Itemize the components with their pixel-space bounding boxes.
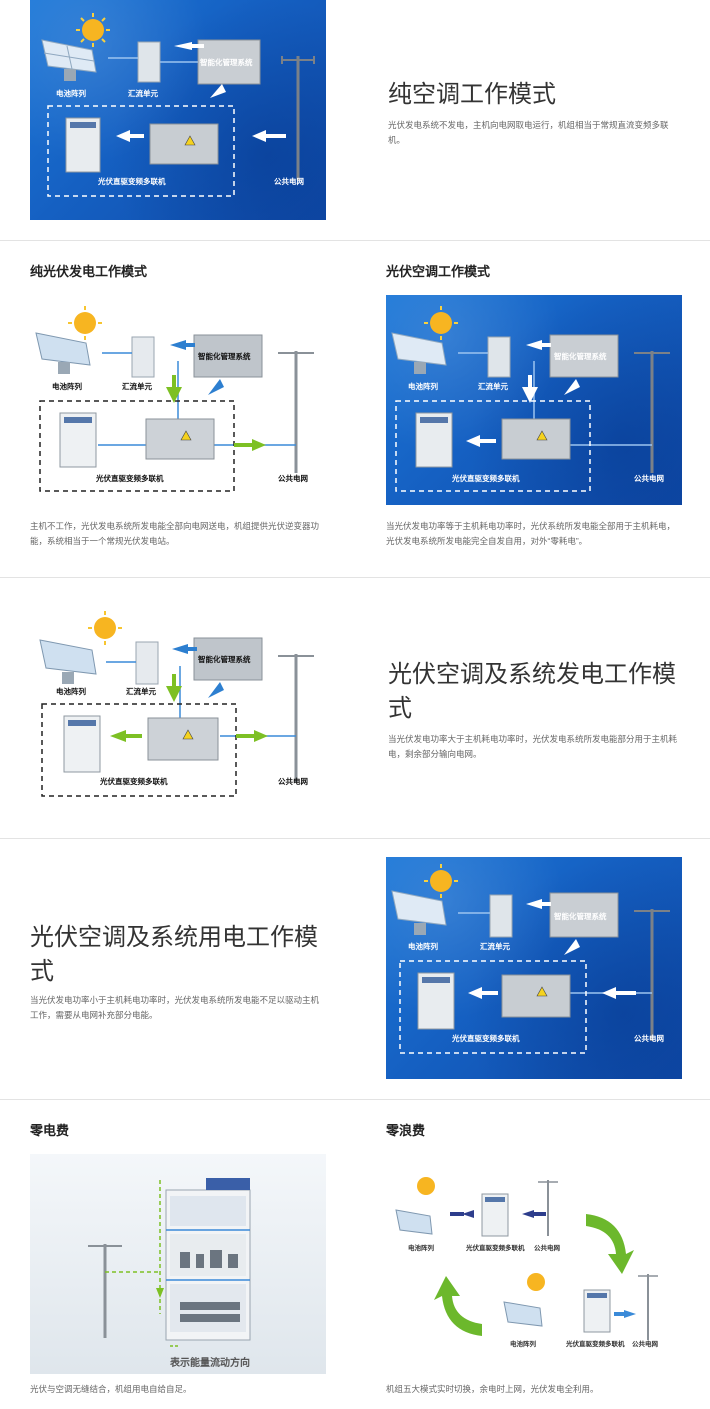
label-unit: 光伏直驱变频多联机 (452, 474, 520, 483)
desc-pv-ac-import: 当光伏发电功率小于主机耗电功率时，光伏发电系统所发电能不足以驱动主机工作，需要从… (30, 995, 320, 1020)
label-combiner: 汇流单元 (126, 687, 156, 696)
zero-bill-graphic (88, 1178, 251, 1347)
label-array: 电池阵列 (408, 382, 438, 391)
label-smart: 智能化管理系统 (198, 655, 251, 664)
mode-section-pv-ac-export: 电池阵列 汇流单元 智能化管理系统 光伏直驱变频多联机 公共电网 光伏空调及系统… (0, 578, 710, 838)
label-combiner: 汇流单元 (478, 382, 508, 391)
diagram-pv-ac-export-graphic (39, 611, 314, 797)
zw-label-grid-bottom: 公共电网 (632, 1341, 658, 1348)
label-unit: 光伏直驱变频多联机 (100, 777, 168, 786)
label-grid: 公共电网 (278, 474, 308, 483)
diagram-pv-ac-import-graphic (391, 864, 670, 1054)
label-array: 电池阵列 (56, 89, 86, 98)
label-grid: 公共电网 (274, 177, 304, 186)
zw-label-array-bottom: 电池阵列 (510, 1341, 536, 1348)
label-smart: 智能化管理系统 (200, 58, 253, 67)
zero-bill-illustration: 表示能量流动方向 (30, 1154, 326, 1374)
diagram-pv-ac-import: 电池阵列 汇流单元 智能化管理系统 光伏直驱变频多联机 公共电网 (386, 857, 682, 1079)
label-array: 电池阵列 (56, 687, 86, 696)
zero-waste-graphic (395, 1177, 658, 1340)
title-pv-ac: 光伏空调工作模式 (386, 264, 491, 279)
zw-label-array-top: 电池阵列 (408, 1245, 434, 1252)
diagram-pv-ac: 电池阵列 汇流单元 智能化管理系统 光伏直驱变频多联机 公共电网 (386, 295, 682, 505)
title-zero-waste: 零浪费 (386, 1123, 426, 1138)
desc-pure-ac: 光伏发电系统不发电，主机向电网取电运行，机组相当于常规直流变频多联机。 (388, 120, 669, 145)
label-smart: 智能化管理系统 (554, 912, 607, 921)
divider (0, 240, 710, 241)
diagram-pure-pv: 电池阵列 汇流单元 智能化管理系统 光伏直驱变频多联机 公共电网 (30, 295, 326, 505)
label-combiner: 汇流单元 (122, 382, 152, 391)
divider (0, 577, 710, 578)
desc-pure-pv: 主机不工作，光伏发电系统所发电能全部向电网送电，机组提供光伏逆变器功能，系统相当… (30, 521, 320, 546)
label-grid: 公共电网 (634, 474, 664, 483)
label-combiner: 汇流单元 (480, 942, 510, 951)
label-smart: 智能化管理系统 (198, 352, 251, 361)
mode-section-pure-ac: 电池阵列 汇流单元 智能化管理系统 光伏直驱变频多联机 公共电网 纯空调工作模式… (0, 0, 710, 240)
diagram-pure-ac: 电池阵列 汇流单元 智能化管理系统 光伏直驱变频多联机 公共电网 (30, 0, 326, 220)
benefit-section: 零电费 零浪费 表示能量流动方向 (0, 1100, 710, 1409)
diagram-pv-ac-graphic (391, 306, 670, 492)
zw-label-grid-top: 公共电网 (534, 1245, 560, 1252)
zw-label-unit-bottom: 光伏直驱变频多联机 (566, 1341, 625, 1348)
mode-section-row2: 纯光伏发电工作模式 光伏空调工作模式 (0, 241, 710, 577)
label-unit: 光伏直驱变频多联机 (452, 1034, 520, 1043)
title-pure-ac: 纯空调工作模式 (388, 81, 556, 108)
divider (0, 1099, 710, 1100)
desc-pv-ac-export: 当光伏发电功率大于主机耗电功率时，光伏发电系统所发电能部分用于主机耗电，剩余部分… (388, 734, 678, 759)
label-unit: 光伏直驱变频多联机 (98, 177, 166, 186)
label-smart: 智能化管理系统 (554, 352, 607, 361)
label-grid: 公共电网 (634, 1034, 664, 1043)
label-array: 电池阵列 (52, 382, 82, 391)
label-array: 电池阵列 (408, 942, 438, 951)
title-pv-ac-export: 光伏空调及系统发电工作模式 (388, 661, 676, 722)
label-grid: 公共电网 (278, 777, 308, 786)
mode-section-pv-ac-import: 光伏空调及系统用电工作模式 当光伏发电功率小于主机耗电功率时，光伏发电系统所发电… (0, 839, 710, 1099)
label-unit: 光伏直驱变频多联机 (96, 474, 164, 483)
title-pure-pv: 纯光伏发电工作模式 (30, 264, 148, 279)
title-pv-ac-import: 光伏空调及系统用电工作模式 (30, 924, 318, 985)
diagram-pure-pv-graphic (35, 306, 314, 492)
title-zero-bill: 零电费 (30, 1123, 70, 1138)
diagram-pv-ac-export: 电池阵列 汇流单元 智能化管理系统 光伏直驱变频多联机 公共电网 (30, 606, 326, 806)
label-combiner: 汇流单元 (128, 89, 158, 98)
desc-pv-ac: 当光伏发电功率等于主机耗电功率时，光伏系统所发电能全部用于主机耗电，光伏发电系统… (386, 521, 676, 546)
divider (0, 838, 710, 839)
diagram-pure-ac-graphic (41, 13, 315, 197)
desc-zero-waste: 机组五大模式实时切换，余电时上网，光伏发电全利用。 (386, 1384, 599, 1394)
desc-zero-bill: 光伏与空调无缝结合，机组用电自给自足。 (30, 1384, 192, 1394)
flow-caption: 表示能量流动方向 (170, 1358, 250, 1369)
zw-label-unit-top: 光伏直驱变频多联机 (466, 1245, 525, 1252)
zero-waste-illustration: 电池阵列 光伏直驱变频多联机 公共电网 电池阵列 光伏直驱变频多联机 公共电网 (386, 1154, 682, 1374)
